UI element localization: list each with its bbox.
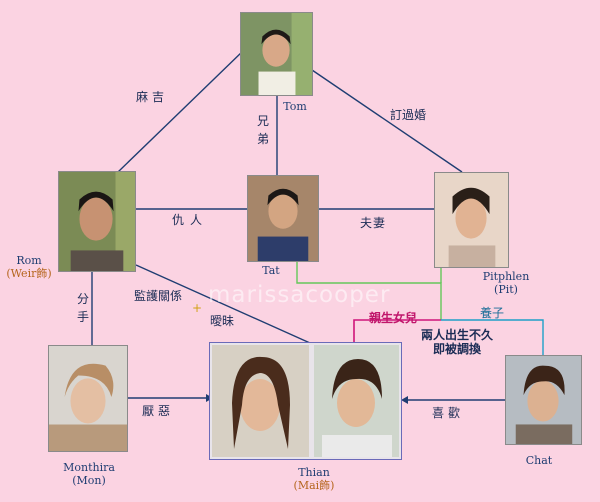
watermark-dot: + xyxy=(192,301,203,315)
rel-birth-daughter: 親生女兒 xyxy=(369,311,418,325)
portrait-tat xyxy=(247,175,319,262)
name-tat: Tat xyxy=(262,264,280,277)
name-rom: Rom (Weir飾) xyxy=(6,254,52,280)
name-chat: Chat xyxy=(525,454,553,467)
portrait-pitphlen xyxy=(434,172,509,268)
rel-rom-mon: 分手 xyxy=(76,292,89,324)
line-tom-pit xyxy=(311,69,463,173)
portrait-monthira xyxy=(48,345,128,452)
line-birth-daughter xyxy=(353,319,441,343)
name-monthira: Monthira (Mon) xyxy=(63,461,115,487)
name-thian: Thian (Mai飾) xyxy=(293,466,335,492)
name-pitphlen: Pitphlen (Pit) xyxy=(482,270,530,296)
rel-tom-pit: 訂過婚 xyxy=(390,108,427,122)
portrait-thian-frame xyxy=(209,342,402,460)
line-tat-pit-parents xyxy=(296,262,442,320)
rel-tat-pit: 夫妻 xyxy=(360,216,387,230)
line-rom-thian xyxy=(135,264,311,344)
portrait-tom xyxy=(240,12,313,96)
portrait-thian-female xyxy=(212,345,309,457)
portrait-rom xyxy=(58,171,136,272)
rel-tom-tat: 兄弟 xyxy=(256,114,269,146)
rel-mon-thian: 厭惡 xyxy=(142,404,175,418)
portrait-chat xyxy=(505,355,582,445)
watermark-text: marissacooper xyxy=(208,282,391,308)
name-tom: Tom xyxy=(283,100,307,113)
rel-foster-son: 養子 xyxy=(480,306,505,320)
rel-swap-note: 兩人出生不久 即被調換 xyxy=(420,328,493,356)
line-foster-son xyxy=(441,319,544,355)
rel-rom-tat: 仇人 xyxy=(172,213,209,227)
line-tom-rom xyxy=(117,49,245,173)
arrow-chat-thian xyxy=(401,396,408,404)
rel-rom-thian-flirt: 曖昧 xyxy=(210,314,235,328)
portrait-thian-male xyxy=(314,345,399,457)
rel-tom-rom: 麻吉 xyxy=(136,90,169,104)
rel-rom-thian-guard: 監護關係 xyxy=(134,289,183,303)
rel-chat-thian: 喜歡 xyxy=(432,406,465,420)
